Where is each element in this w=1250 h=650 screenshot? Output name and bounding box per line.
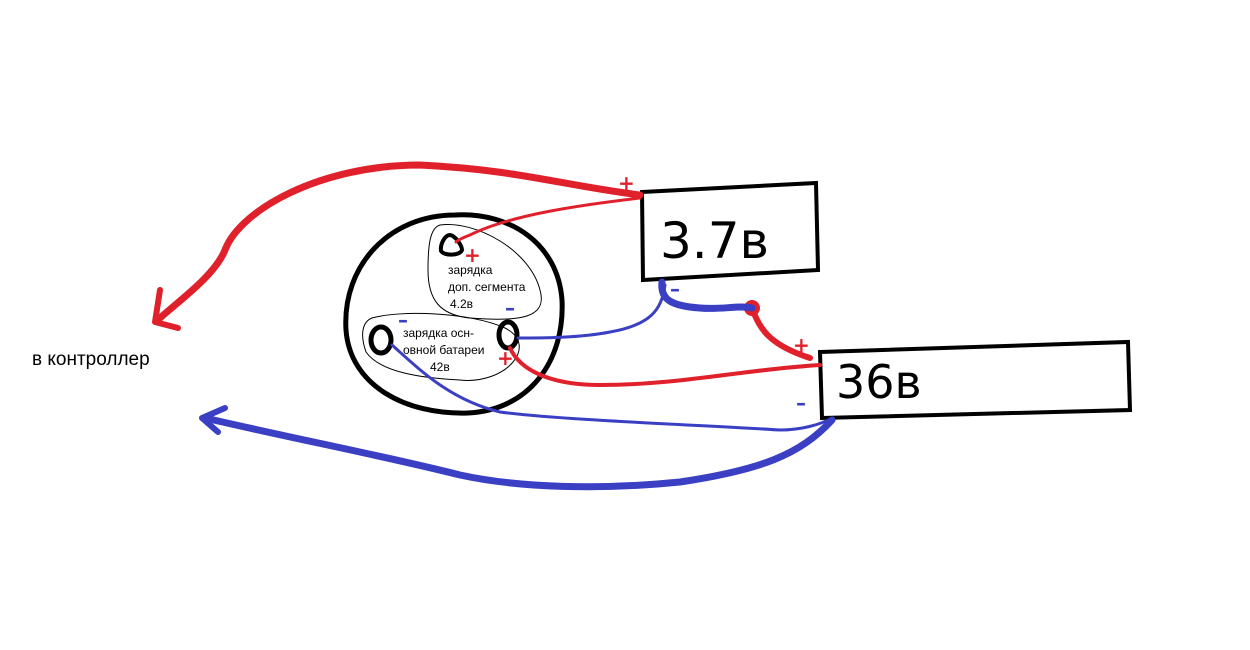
- port-main-label: зарядка осн- овной батареи 42в: [403, 326, 488, 374]
- sign-plus-small-top: +: [618, 171, 635, 195]
- port-main-outline: [362, 312, 520, 381]
- battery-small-label: 3.7в: [660, 212, 769, 270]
- sign-plus-pin-small: +: [464, 243, 481, 267]
- pin-small-positive: [438, 232, 465, 257]
- sign-minus-port-small: –: [505, 296, 515, 320]
- battery-small-box: [639, 180, 821, 283]
- port-small-label: зарядка доп. сегмента 4.2в: [448, 263, 529, 311]
- wire-small-negative-to-pin: [516, 283, 667, 340]
- battery-large-box: [817, 339, 1133, 421]
- wire-small-positive-to-pin: [454, 196, 642, 244]
- sign-minus-small: –: [670, 277, 680, 301]
- sign-minus-port-main: –: [398, 308, 408, 332]
- connector-outline: [343, 212, 565, 416]
- sign-minus-large: –: [796, 391, 806, 415]
- sign-plus-large: +: [793, 333, 810, 357]
- pin-main-negative: [368, 324, 394, 356]
- wire-main-negative: [390, 343, 834, 432]
- battery-large-label: 36в: [836, 355, 922, 409]
- wire-to-controller-negative: [201, 414, 836, 491]
- destination-label: в контроллер: [32, 349, 150, 370]
- sign-plus-pin-main: +: [497, 346, 514, 370]
- wire-main-positive: [508, 346, 822, 388]
- arrow-head-controller-negative: [199, 405, 228, 435]
- port-small-outline: [427, 223, 542, 320]
- arrow-head-controller-positive: [152, 287, 181, 331]
- wire-to-controller-positive: [156, 161, 644, 322]
